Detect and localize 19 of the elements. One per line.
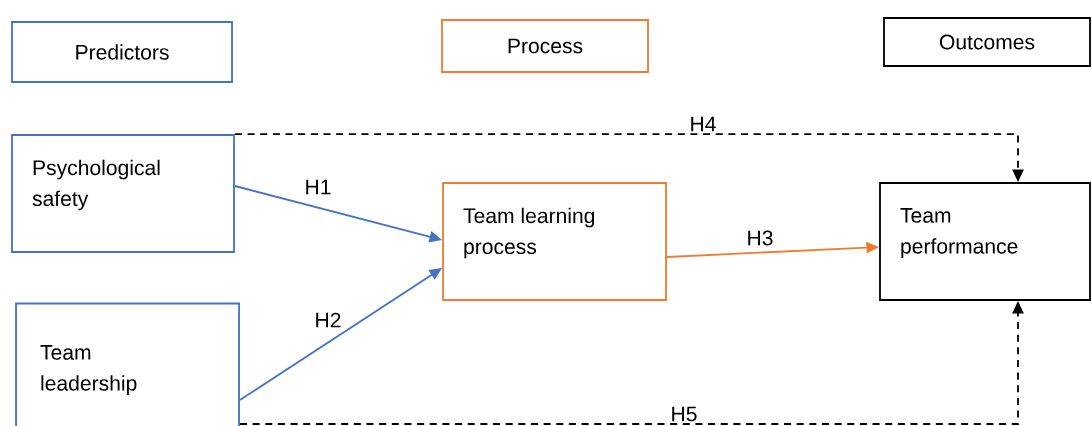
box-text: Team leadership	[40, 345, 137, 395]
edge-label: H2	[316, 312, 341, 328]
edge-label: H1	[306, 179, 331, 195]
box-text: Outcomes	[939, 34, 1035, 50]
variable-box	[15, 302, 240, 426]
box-text: Psychological safety	[32, 159, 160, 211]
category-box	[883, 17, 1091, 67]
edge-label: H4	[691, 116, 716, 132]
variable-box	[11, 134, 235, 253]
edge-label: H3	[748, 230, 773, 246]
box-text: Predictors	[76, 44, 169, 60]
category-box	[11, 21, 233, 83]
variable-box	[442, 182, 667, 301]
category-box	[441, 19, 649, 73]
box-text: Team performance	[900, 208, 1018, 258]
box-text: Process	[508, 38, 583, 54]
box-text: Team learning process	[463, 207, 595, 259]
edge-label: H5	[672, 406, 697, 422]
variable-box	[879, 182, 1091, 301]
